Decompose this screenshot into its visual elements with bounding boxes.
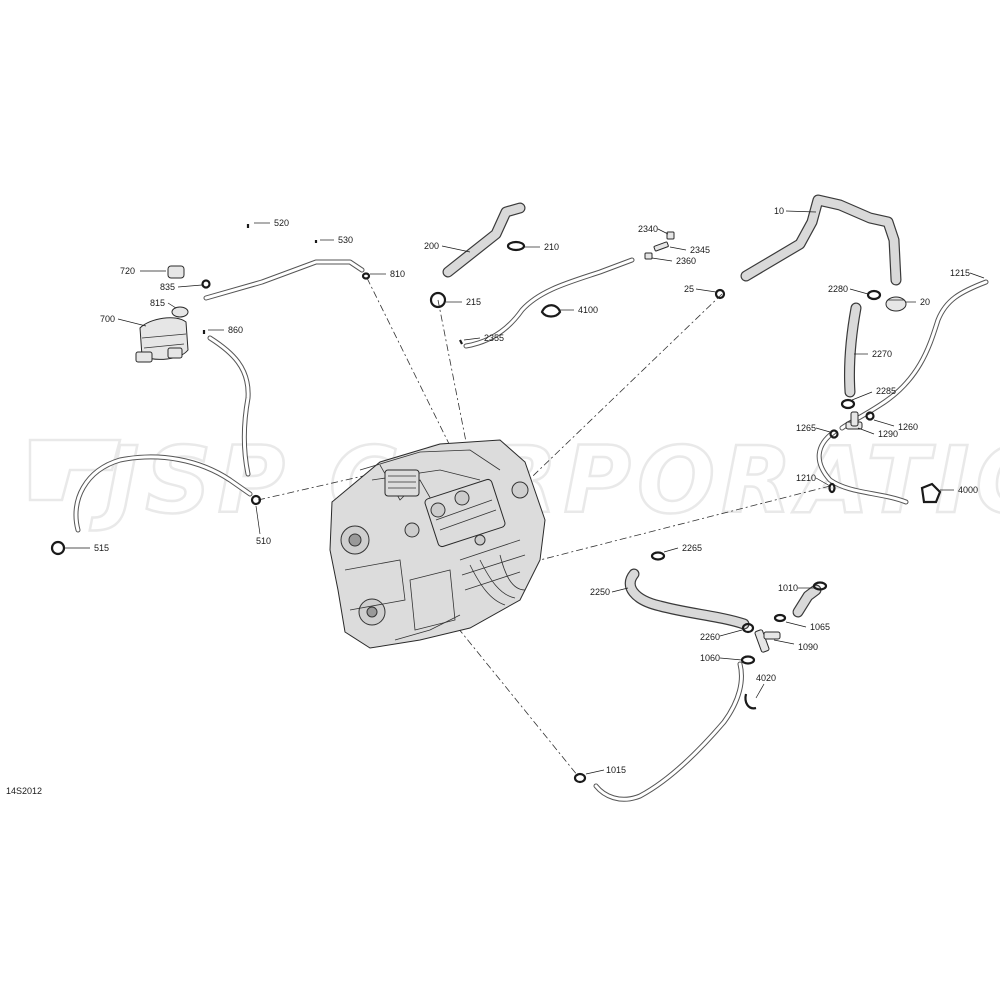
callout-2265: 2265 [682,543,702,553]
vent-line-860 [207,335,251,477]
callout-1290: 1290 [878,429,898,439]
callout-200: 200 [424,241,439,251]
reservoir-cap-720 [167,265,185,279]
callout-700: 700 [100,314,115,324]
callout-835: 835 [160,282,175,292]
tee-fitting-1290 [845,411,863,430]
tie-4100 [540,304,562,318]
callout-4000: 4000 [958,485,978,495]
callout-815: 815 [150,298,165,308]
reservoir-cap-815 [171,306,189,318]
callout-510: 510 [256,536,271,546]
callout-1260: 1260 [898,422,918,432]
callout-215: 215 [466,297,481,307]
connection-lines [257,277,831,777]
hose-200 [442,202,526,278]
callout-1060: 1060 [700,653,720,663]
hose-1210 [816,429,909,505]
diagram-code: 14S2012 [6,786,43,796]
hose-1010 [792,584,822,618]
callout-1090: 1090 [798,642,818,652]
callout-2250: 2250 [590,587,610,597]
hose-1015 [593,661,744,802]
hose-clamps [50,240,882,784]
callout-1215: 1215 [950,268,970,278]
callout-4020: 4020 [756,673,776,683]
callout-2345: 2345 [690,245,710,255]
tie-4020 [744,693,757,710]
hose-1215 [839,279,989,431]
callout-2285: 2285 [876,386,896,396]
callout-10: 10 [774,206,784,216]
vent-line-2355 [463,257,635,349]
coolant-reservoir-700 [135,317,189,363]
callout-860: 860 [228,325,243,335]
hoses [73,194,989,802]
callout-2270: 2270 [872,349,892,359]
callout-2280: 2280 [828,284,848,294]
callout-2260: 2260 [700,632,720,642]
callout-1065: 1065 [810,622,830,632]
callout-515: 515 [94,543,109,553]
parts [50,224,942,784]
tie-4000 [920,482,942,504]
callout-530: 530 [338,235,353,245]
small-fittings [202,224,675,345]
callout-2340: 2340 [638,224,658,234]
callout-810: 810 [390,269,405,279]
cap-20 [885,296,907,312]
tee-fitting-1090 [754,629,781,653]
vent-line-720 [203,259,365,301]
callout-25: 25 [684,284,694,294]
callout-1210: 1210 [796,473,816,483]
callout-4100: 4100 [578,305,598,315]
engine-assembly [329,439,546,649]
callout-2355: 2355 [484,333,504,343]
callout-2360: 2360 [676,256,696,266]
callout-520: 520 [274,218,289,228]
callouts: 520 530 720 835 815 700 860 810 510 515 … [64,206,985,775]
callout-210: 210 [544,242,559,252]
callout-20: 20 [920,297,930,307]
callout-1010: 1010 [778,583,798,593]
hose-10 [740,194,902,286]
callout-720: 720 [120,266,135,276]
hose-2250 [624,568,750,630]
hose-2270 [843,302,862,398]
callout-1015: 1015 [606,765,626,775]
callout-1265: 1265 [796,423,816,433]
overflow-hose-515 [73,454,253,533]
